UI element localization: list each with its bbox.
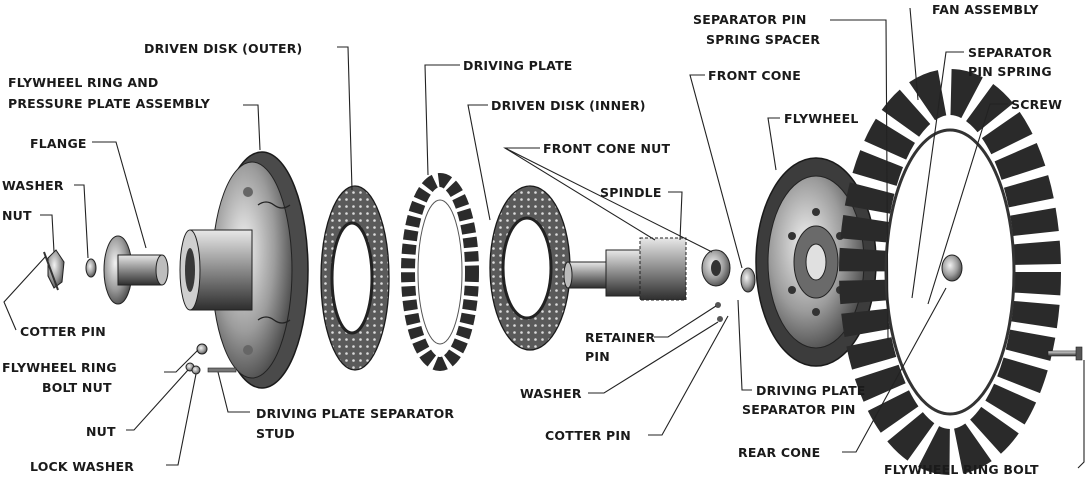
label-flywheel-ring-bolt: FLYWHEEL RING BOLT <box>884 462 1039 477</box>
label-retainer-pin-line1: RETAINER <box>585 330 655 345</box>
label-front-cone: FRONT CONE <box>708 68 801 83</box>
front-cone-nut-part <box>701 249 731 287</box>
flange-part <box>103 235 169 305</box>
driving-plate-part <box>401 173 479 371</box>
label-driving-plate-separator-stud-line1: DRIVING PLATE SEPARATOR <box>256 406 454 421</box>
label-driven-disk-inner: DRIVEN DISK (INNER) <box>491 98 646 113</box>
label-flywheel: FLYWHEEL <box>784 111 859 126</box>
driving-plate-separator-stud-part <box>207 367 237 373</box>
retainer-pin-part <box>715 302 721 308</box>
label-driving-plate: DRIVING PLATE <box>463 58 573 73</box>
label-separator-pin-spring-spacer-line2: SPRING SPACER <box>706 32 820 47</box>
label-spindle: SPINDLE <box>600 185 662 200</box>
label-front-cone-nut: FRONT CONE NUT <box>543 141 670 156</box>
label-washer-lower: WASHER <box>520 386 582 401</box>
label-driving-plate-separator-stud-line2: STUD <box>256 426 295 441</box>
driven-disk-outer-part <box>320 185 390 371</box>
label-washer: WASHER <box>2 178 64 193</box>
label-flywheel-ring-bolt-nut-line2: BOLT NUT <box>42 380 112 395</box>
label-fan-assembly: FAN ASSEMBLY <box>932 2 1039 17</box>
label-flange: FLANGE <box>30 136 87 151</box>
label-separator-pin-spring-line1: SEPARATOR <box>968 45 1052 60</box>
flywheel-ring-pressure-plate-part <box>179 151 309 389</box>
label-retainer-pin-line2: PIN <box>585 349 610 364</box>
label-nut-lower: NUT <box>86 424 116 439</box>
washer-part <box>85 258 97 278</box>
leader-lines <box>3 7 1085 469</box>
fan-assembly-part <box>839 69 1061 475</box>
driven-disk-inner-part <box>489 185 571 351</box>
label-screw: SCREW <box>1011 97 1062 112</box>
label-cotter-pin-left: COTTER PIN <box>20 324 106 339</box>
label-driven-disk-outer: DRIVEN DISK (OUTER) <box>144 41 302 56</box>
label-nut: NUT <box>2 208 32 223</box>
flywheel-ring-bolt-nut-part <box>196 343 208 355</box>
label-lock-washer: LOCK WASHER <box>30 459 134 474</box>
lock-washer-part <box>191 365 201 375</box>
front-cone-part <box>740 267 756 293</box>
part-labels: NUT WASHER FLANGE FLYWHEEL RING AND PRES… <box>2 2 1062 477</box>
label-driving-plate-separator-pin-line2: SEPARATOR PIN <box>742 402 856 417</box>
label-flywheel-ring-bolt-nut-line1: FLYWHEEL RING <box>2 360 117 375</box>
label-separator-pin-spring-line2: PIN SPRING <box>968 64 1052 79</box>
label-rear-cone: REAR CONE <box>738 445 820 460</box>
flywheel-ring-bolt-part <box>1047 346 1083 361</box>
washer-lower-part <box>717 316 723 322</box>
label-separator-pin-spring-spacer-line1: SEPARATOR PIN <box>693 12 807 27</box>
nut-part <box>43 249 65 291</box>
spindle-part <box>563 237 687 301</box>
label-flywheel-ring-line1: FLYWHEEL RING AND <box>8 75 159 90</box>
label-cotter-pin-lower: COTTER PIN <box>545 428 631 443</box>
label-flywheel-ring-line2: PRESSURE PLATE ASSEMBLY <box>8 96 211 111</box>
label-driving-plate-separator-pin-line1: DRIVING PLATE <box>756 383 866 398</box>
